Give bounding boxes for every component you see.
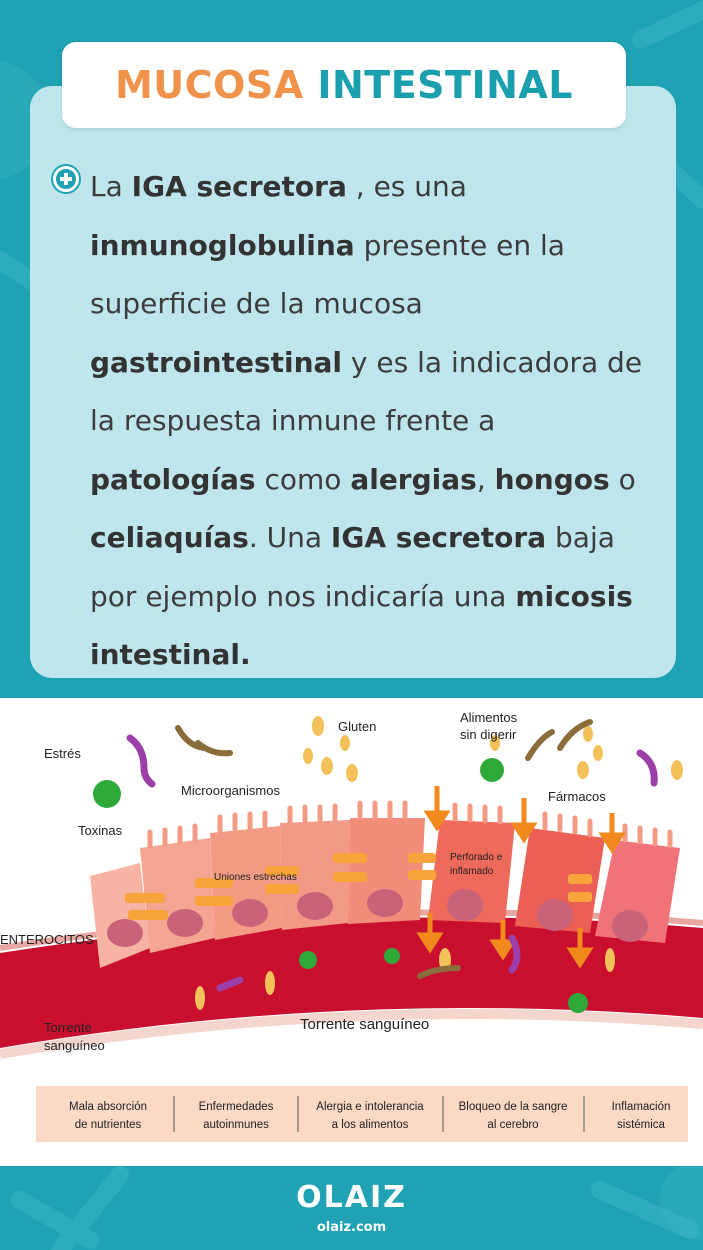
info-panel [30, 86, 676, 678]
effect-label: Mala absorción [69, 1101, 147, 1113]
paragraph-run: baja por ejemplo nos indicaría una [90, 521, 615, 613]
paragraph-run: , es una [346, 170, 467, 203]
title-part-2: INTESTINAL [317, 63, 574, 107]
paragraph-run: inmunoglobulina [90, 228, 355, 262]
paragraph-run: como [255, 462, 351, 496]
effect-label: Inflamación [612, 1101, 671, 1113]
label-microorganismos: Microorganismos [181, 783, 280, 798]
label-torrente-center: Torrente sanguíneo [300, 1016, 429, 1033]
paragraph-run: alergias [350, 462, 477, 496]
effect-label: sistémica [617, 1119, 666, 1131]
cell [348, 818, 425, 924]
title-box: MUCOSA INTESTINAL [62, 42, 626, 128]
paragraph-run: gastrointestinal [90, 345, 343, 379]
paragraph-run: presente en la superficie de la mucosa [90, 228, 565, 321]
cell [515, 828, 605, 933]
label-alimentos-1: Alimentos [460, 710, 518, 725]
label-torrente-left-1: Torrente [44, 1020, 92, 1035]
plus-bullet-icon [53, 166, 79, 192]
effect-label: Enfermedades [199, 1101, 274, 1113]
blood-stream [0, 917, 703, 1048]
paragraph-run: La [90, 170, 132, 203]
label-alimentos-2: sin digerir [460, 727, 517, 742]
paragraph-run: o [609, 462, 636, 496]
label-perforado-1: Perforado e [450, 852, 503, 863]
description-paragraph: La IGA secretora , es una inmunoglobulin… [90, 158, 650, 685]
label-toxinas: Toxinas [78, 823, 123, 838]
paragraph-run: , [476, 462, 495, 496]
label-farmacos: Fármacos [548, 789, 606, 804]
site-url: olaiz.com [316, 1220, 387, 1235]
effect-label: a los alimentos [332, 1119, 409, 1131]
title-part-1: MUCOSA [114, 63, 304, 107]
paragraph-run: micosis intestinal. [90, 579, 633, 672]
effect-label: Bloqueo de la sangre [459, 1101, 568, 1113]
effect-label: de nutrientes [75, 1119, 142, 1131]
paragraph-run: patologías [90, 462, 256, 496]
effect-label: al cerebro [487, 1119, 538, 1131]
label-torrente-left-2: sanguíneo [44, 1038, 105, 1053]
effect-label: Alergia e intolerancia [316, 1101, 424, 1113]
paragraph-run: hongos [494, 462, 610, 496]
page-title: MUCOSA INTESTINAL [115, 63, 573, 107]
label-perforado-2: inflamado [450, 866, 494, 877]
paragraph-run: y es la indicadora de la respuesta inmun… [90, 345, 643, 438]
paragraph-run: IGA secretora [330, 521, 547, 554]
cell [280, 820, 350, 930]
paragraph-run: . Una [248, 521, 331, 554]
olaiz-logo: OLAIZ [296, 1180, 407, 1215]
label-enterocitos: ENTEROCITOS [0, 932, 94, 947]
intestine-diagram: Estrés Toxinas Microorganismos Gluten Al… [0, 698, 703, 1166]
paragraph-run: celiaquías [90, 521, 249, 554]
label-uniones: Uniones estrechas [214, 872, 297, 883]
label-estres: Estrés [44, 746, 81, 761]
label-gluten: Gluten [338, 719, 376, 734]
effects-bar [36, 1086, 688, 1142]
effect-label: autoinmunes [203, 1119, 269, 1131]
paragraph-run: IGA secretora [131, 170, 347, 203]
